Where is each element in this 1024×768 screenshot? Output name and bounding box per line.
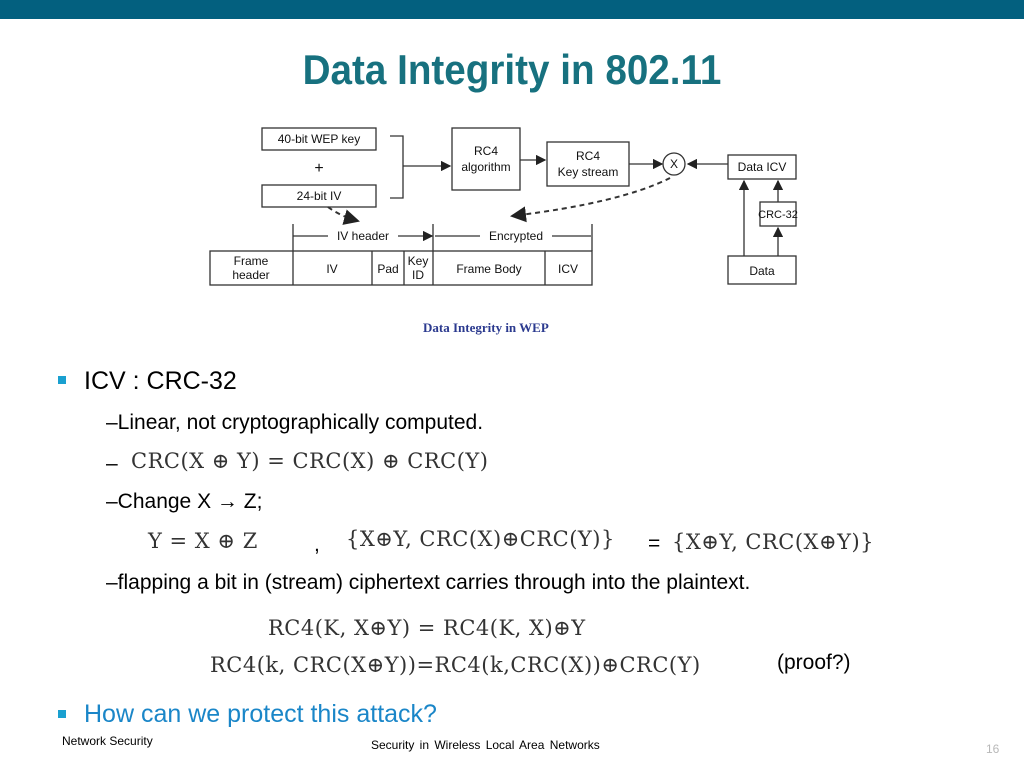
icv-cell-label: ICV (558, 262, 578, 276)
wep-integrity-diagram: 40-bit WEP key + 24-bit IV RC4 algorithm… (209, 127, 798, 286)
formula-set-left: {X⊕Y, CRC(X)⊕CRC(Y)} (346, 527, 615, 551)
formula-y-xor: Y = X ⊕ Z (148, 529, 258, 553)
proof-note: (proof?) (777, 651, 851, 674)
formula-crc-linear: CRC(X ⊕ Y) = CRC(X) ⊕ CRC(Y) (131, 449, 489, 473)
rc4-algorithm-label-2: algorithm (461, 160, 510, 174)
rc4-keystream-label-1: RC4 (576, 149, 600, 163)
comma: , (314, 533, 320, 556)
iv-box (261, 184, 377, 208)
rc4-algorithm-label-1: RC4 (474, 144, 498, 158)
data-icv-label: Data ICV (738, 160, 787, 174)
rc4-keystream-label-2: Key stream (558, 165, 619, 179)
top-accent-bar (0, 0, 1024, 19)
key-id-label-1: Key (408, 254, 429, 268)
formula-rc4-xor: RC4(K, X⊕Y) = RC4(K, X)⊕Y (268, 616, 586, 640)
key-id-label-2: ID (412, 268, 424, 282)
pad-cell-label: Pad (377, 262, 398, 276)
bullet-marker-2 (58, 710, 66, 718)
wep-key-label: 40-bit WEP key (278, 132, 360, 146)
formula-set-right: {X⊕Y, CRC(X⊕Y)} (672, 530, 875, 554)
sub-change: –Change X → Z; (106, 490, 263, 513)
equals: = (648, 532, 661, 555)
data-box (727, 255, 797, 285)
encrypted-label: Encrypted (489, 229, 543, 243)
iv-header-label: IV header (337, 229, 389, 243)
page-number: 16 (986, 742, 1000, 756)
bullet-icv: ICV : CRC-32 (84, 367, 237, 395)
iv-cell-label: IV (326, 262, 337, 276)
sub-flapping: –flapping a bit in (stream) ciphertext c… (106, 571, 751, 594)
slide-title: Data Integrity in 802.11 (302, 46, 722, 93)
footer-left: Network Security (62, 734, 153, 748)
frame-header-label-2: header (232, 268, 269, 282)
crc32-label: CRC-32 (758, 209, 798, 221)
frame-body-label: Frame Body (456, 262, 521, 276)
frame-header-label-1: Frame (234, 254, 269, 268)
bullet-protect-question: How can we protect this attack? (84, 700, 437, 728)
data-label: Data (749, 264, 775, 278)
frame-row (209, 250, 593, 286)
formula-rc4-crc: RC4(k, CRC(X⊕Y))=RC4(k,CRC(X))⊕CRC(Y) (210, 653, 701, 677)
footer-center: Security in Wireless Local Area Networks (371, 738, 600, 752)
wep-key-box (261, 127, 377, 151)
rc4-algorithm-box (451, 127, 521, 191)
sub-linear: –Linear, not cryptographically computed. (106, 411, 484, 434)
xor-circle (662, 152, 686, 176)
data-icv-box (727, 154, 797, 180)
bullet-marker-1 (58, 376, 66, 384)
iv-box-label: 24-bit IV (297, 189, 342, 203)
diagram-caption: Data Integrity in WEP (423, 320, 549, 335)
xor-label: X (670, 157, 678, 171)
plus-label: + (314, 160, 323, 177)
sub-dash: – (106, 452, 118, 475)
